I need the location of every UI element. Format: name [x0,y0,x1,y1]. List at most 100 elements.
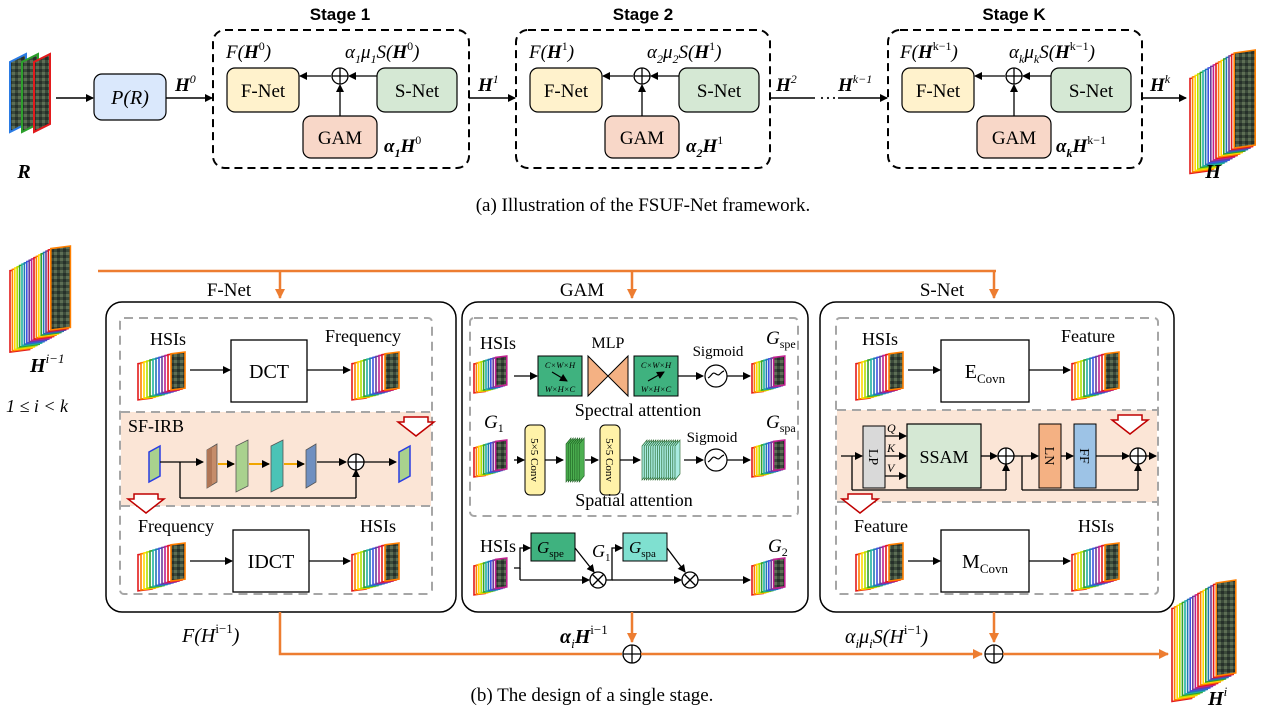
hk-label: Hk [1149,72,1171,96]
spectral-band-slice [170,542,186,582]
hsi-cube-icon [751,439,786,478]
output-hi-label: Hi [1207,684,1228,710]
hsi-cube-icon [751,355,786,394]
gspa-box [622,532,668,562]
stage-2-g-label: α2H1 [686,133,723,160]
input-hi-cube [9,245,72,354]
hsi-cube-icon [137,542,186,592]
output-h-label: H [1204,161,1222,183]
ff-label: FF [1076,448,1091,464]
hsi-cube-icon [473,439,508,478]
hsi-cube-icon [1071,542,1120,592]
hsi-cube-icon [137,351,186,401]
q-label: Q [887,421,896,435]
fnet-output-line [278,612,622,656]
fnet-panel: HSIs DCT Frequency SF-IRB Frequency [105,301,457,613]
fnet-hsis-label: HSIs [150,329,186,349]
stage-1-snet-label: S-Net [395,81,440,102]
spectral-band-slice [1104,351,1120,391]
spectral-band-slice [772,557,786,590]
hsi-cube-icon [351,542,400,592]
lp-label: LP [865,449,880,466]
gam-panel: HSIs C×W×H W×H×C MLP C×W×H W×H×C Sigmoid… [461,301,809,613]
ellipsis-dots: ··· [819,88,837,108]
hsi-cube-icon [351,351,400,401]
stage-k-fnet-block [901,67,975,113]
idct-block [232,529,310,593]
stage-k-gam-label: GAM [992,128,1036,149]
g-spa-label: Gspa [766,412,796,435]
snet-feature2-label: Feature [854,516,908,536]
sf-irb-output-slice [398,444,411,484]
mlp-left [587,354,609,398]
snet-hsis-label: HSIs [862,329,898,349]
p-block [93,73,167,121]
stage-2-snet-label: S-Net [697,81,742,102]
g1-label: G1 [484,412,504,435]
spectral-band-slice [494,439,508,472]
mlp-label: MLP [592,335,625,352]
spectral-band-slice [772,439,786,472]
fnet-title: F-Net [207,280,252,301]
feature-stack-green [565,437,585,483]
mlp-right [607,354,629,398]
sigmoid-label-2: Sigmoid [687,430,738,446]
down-arrow-icon [125,493,167,514]
stage-k-snet-label: S-Net [1069,81,1114,102]
ssam-block [906,423,982,489]
stage-2-fnet-block [529,67,603,113]
down-arrow-icon [395,416,437,437]
stage-1-title: Stage 1 [310,5,370,24]
gam-output-label: αiHi−1 [560,622,608,651]
feature-map-slice [578,437,585,483]
spectral-band-slice [170,351,186,391]
input-r-label: R [16,161,30,183]
hsi-cube-icon [855,542,904,592]
spectral-attention-label: Spectral attention [575,400,701,420]
feature-stack-teal [641,439,681,481]
snet-title: S-Net [920,280,965,301]
spectral-band-slice [1104,542,1120,582]
snet-feature-label: Feature [1061,326,1115,346]
stage-1-fnet-label: F-Net [241,81,286,102]
sigmoid-icon [704,364,728,388]
stage-k-fnet-label: F-Net [916,81,961,102]
stage-1-s-label: α1μ1S(H0) [345,39,419,66]
h0-label: H0 [174,72,196,96]
stage-k-snet-block [1050,67,1132,113]
spectral-band-slice [494,557,508,590]
gspe-box [530,532,576,562]
hk1-label: Hk−1 [837,72,872,96]
input-r-image [9,52,51,134]
stage-2-f-label: F(H1) [528,39,574,63]
spectral-band-slice [888,351,904,391]
dct-label: DCT [249,361,289,383]
stage-1-snet-block [376,67,458,113]
gspa-box-label: Gspa [629,538,656,560]
gspe-box-label: Gspe [537,538,564,560]
h1-label: H1 [477,72,499,96]
spectral-band-slice [494,355,508,388]
sigmoid-label-1: Sigmoid [693,344,744,360]
conv-2-label: 5×5 Conv [603,438,615,482]
snet-output-label: αiμiS(Hi−1) [845,622,928,651]
snet-panel: HSIs ECovn Feature LP Q K V SSAM LN [819,301,1175,613]
stage-k-f-label: F(Hk−1) [899,39,958,63]
sf-irb-conv-4 [305,443,317,489]
spatial-attention-label: Spatial attention [575,490,692,510]
hsi-cube-icon [473,557,508,596]
stage-k-s-label: αkμkS(Hk−1) [1009,39,1095,66]
stage-2-snet-block [678,67,760,113]
g2-label: G2 [768,536,788,559]
index-range: 1 ≤ i < k [6,396,69,416]
spectral-band-slice [49,245,72,331]
fnet-frequency-label: Frequency [325,326,401,346]
stage-2-gam-label: GAM [620,128,664,149]
stage-1-gam-label: GAM [318,128,362,149]
gam-hsis-label: HSIs [480,333,516,353]
sf-irb-label: SF-IRB [128,416,184,436]
hsi-cube-icon [751,557,786,596]
mcovn-block [940,529,1030,593]
stage-2-title: Stage 2 [613,5,673,24]
output-hi-cube [1171,579,1237,703]
